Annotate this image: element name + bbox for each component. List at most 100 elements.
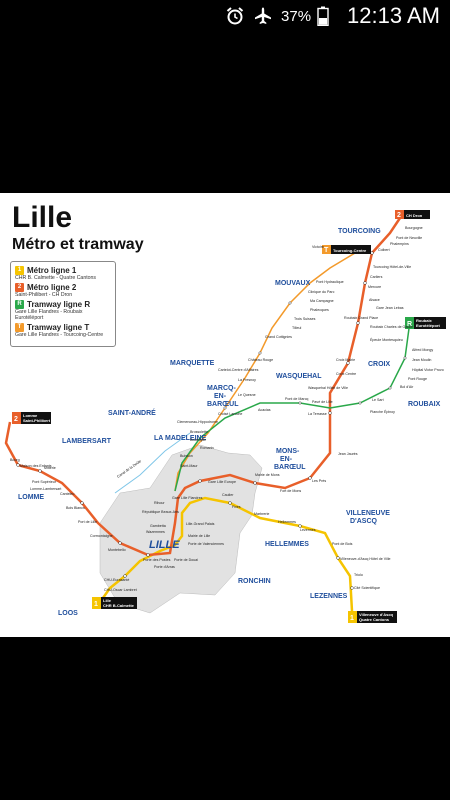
alsace-label: Alsace xyxy=(369,298,380,302)
croix-mairie-label: Croix Mairie xyxy=(336,358,355,362)
area-lomme: LOMME xyxy=(18,494,44,501)
bois-blancs-label: Bois Blancs xyxy=(66,506,85,510)
terminal-ch-dron: 2 CH Dron xyxy=(395,210,430,219)
map-mark xyxy=(357,611,397,623)
quatre-1-label: Villeneuve d'Ascq xyxy=(359,612,394,617)
area-villeneuve-2: D'ASCQ xyxy=(350,518,377,525)
clinique-label: Clinique du Parc xyxy=(308,290,335,294)
map-mark xyxy=(346,361,350,365)
mairie-mons-label: Mairie de Mons xyxy=(255,473,280,477)
cormier-label: CHU-Eurasanté xyxy=(104,578,129,582)
lomme-lambersart-label: Lomme-Lambersart xyxy=(30,487,61,491)
chr-1-label: Lille xyxy=(103,598,112,603)
terminal-quatre-cantons: 1 Villeneuve d'Ascq Quatre Cantons xyxy=(348,611,397,623)
phalecques-label: Phalecques xyxy=(310,308,329,312)
legend-route-text: Saint-Philibert - CH Dron xyxy=(15,292,73,298)
rihour-label: Rihour xyxy=(154,501,165,505)
map-mark xyxy=(80,501,84,505)
legend-badge-r: R xyxy=(15,300,24,309)
roubaix-grand-place-label: Roubaix Grand Place xyxy=(344,316,378,320)
legend-line-name: Tramway ligne R xyxy=(27,300,91,309)
le-sart-label: Le Sart xyxy=(372,398,384,402)
phalempins-label: Phalempins xyxy=(390,242,409,246)
area-marcq-1: MARCQ- xyxy=(207,385,236,392)
map-mark xyxy=(328,411,332,415)
republique-label: République Beaux-Arts xyxy=(142,510,179,514)
hv-prouvost-label: Hôpital Victor Provo xyxy=(412,368,444,372)
map-mark: 2 xyxy=(397,212,401,219)
area-la-madeleine: LA MADELEINE xyxy=(154,435,207,442)
fives-label: Fives xyxy=(232,505,241,509)
area-mons-2: EN- xyxy=(280,456,293,463)
map-mark xyxy=(395,210,404,219)
map-mark xyxy=(123,574,127,578)
wazemmes-label: Wazemmes xyxy=(146,530,165,534)
croix-centre-label: Croix Centre xyxy=(336,372,356,376)
map-mark xyxy=(253,481,257,485)
mairie-lille-label: Mairie de Lille xyxy=(188,534,210,538)
legend-line-name: Métro ligne 1 xyxy=(27,266,77,275)
tourcoing-centre-label: Tourcoing-Centre xyxy=(333,248,367,253)
chr-2-label: CHR B-Calmette xyxy=(103,603,135,608)
map-mark: 2 xyxy=(14,416,18,423)
map-mark xyxy=(388,386,392,390)
legend-line-1: 1 Métro ligne 1 xyxy=(15,266,111,275)
map-mark xyxy=(358,401,362,405)
map-mark xyxy=(403,356,407,360)
mitterie-label: Mitterie xyxy=(44,466,56,470)
legend-route-text: Gare Lille Flandres - Roubaix Eurotélépo… xyxy=(15,309,83,321)
mercure-label: Mercure xyxy=(368,285,381,289)
pont-superieur-label: Pont Supérieur xyxy=(32,480,57,484)
grand-cottignies-label: Grand Cottignies xyxy=(265,335,292,339)
map-mark xyxy=(336,556,340,560)
map-mark xyxy=(298,524,302,528)
croise-laroche-label: Croisé Laroche xyxy=(218,412,242,416)
terminal-roubaix-euroteleport: R Roubaix Eurotéléport xyxy=(405,317,446,329)
port-de-lille-label: Port de Lille xyxy=(78,520,97,524)
map-title: Lille xyxy=(12,201,73,234)
area-marquette: MARQUETTE xyxy=(170,360,215,367)
map-mark xyxy=(228,501,232,505)
area-marcq-3: BARŒUL xyxy=(207,401,239,408)
area-mouvaux: MOUVAUX xyxy=(275,280,311,287)
gambetta-label: Gambetta xyxy=(150,524,166,528)
area-croix: CROIX xyxy=(368,361,391,368)
canteleu-label: Canteleu xyxy=(60,492,74,496)
legend-line-r: R Tramway ligne R xyxy=(15,300,111,309)
porte-arras-label: Porte d'Arras xyxy=(154,565,175,569)
cormontaigne-label: Cormontaigne xyxy=(90,534,113,538)
airplane-mode-icon xyxy=(253,6,273,26)
wasquehal-hdv-label: Wasquehal Hôtel de Ville xyxy=(308,386,348,390)
triolo-label: Triolo xyxy=(354,573,363,577)
victoire-label: Victoire xyxy=(312,245,324,249)
status-bar: 37% 12:13 AM xyxy=(0,0,450,32)
area-mons-1: MONS- xyxy=(276,448,300,455)
map-mark xyxy=(356,321,360,325)
area-tourcoing: TOURCOING xyxy=(338,228,381,235)
chu-oscar-label: CHU-Oscar Lambret xyxy=(104,588,137,592)
pont-hydraulique-label: Pont Hydraulique xyxy=(316,280,344,284)
area-villeneuve-1: VILLENEUVE xyxy=(346,510,390,517)
map-mark: 1 xyxy=(350,615,354,622)
area-loos: LOOS xyxy=(58,610,78,617)
map-mark xyxy=(38,469,42,473)
map-mark xyxy=(223,406,227,410)
metro-map-image[interactable]: 2 CH Dron T Tourcoing-Centre R Roubaix E… xyxy=(0,193,450,637)
la-terrasse-label: La Terrasse xyxy=(308,412,327,416)
cartelot-label: Cartelot-Centre d'Affaires xyxy=(218,368,259,372)
porte-douai-label: Porte de Douai xyxy=(174,558,198,562)
villeneuve-hdv-label: Villeneuve-d'Ascq Hôtel de Ville xyxy=(340,557,391,561)
botanique-label: Botanique xyxy=(190,438,206,442)
acacias-label: Acacias xyxy=(258,408,271,412)
roubaix-euroteleport-2-label: Eurotéléport xyxy=(416,323,440,328)
hellemmes-stn-label: Hellemmes xyxy=(278,520,296,524)
terminal-chr: 1 Lille CHR B-Calmette xyxy=(92,597,137,609)
bol-dair-label: Bol d'Air xyxy=(400,385,414,389)
station-labels: Bourgogne Pont de Neuville Phalempins Co… xyxy=(10,226,444,592)
canal-line xyxy=(114,432,191,494)
map-mark: R xyxy=(407,321,412,328)
carliers-label: Carliers xyxy=(370,275,383,279)
map-legend: 1 Métro ligne 1 CHR B. Calmette - Quatre… xyxy=(10,261,116,347)
terminal-tourcoing-centre: T Tourcoing-Centre xyxy=(322,245,371,254)
terminal-lomme: 2 Lomme Saint-Philibert xyxy=(12,412,51,424)
